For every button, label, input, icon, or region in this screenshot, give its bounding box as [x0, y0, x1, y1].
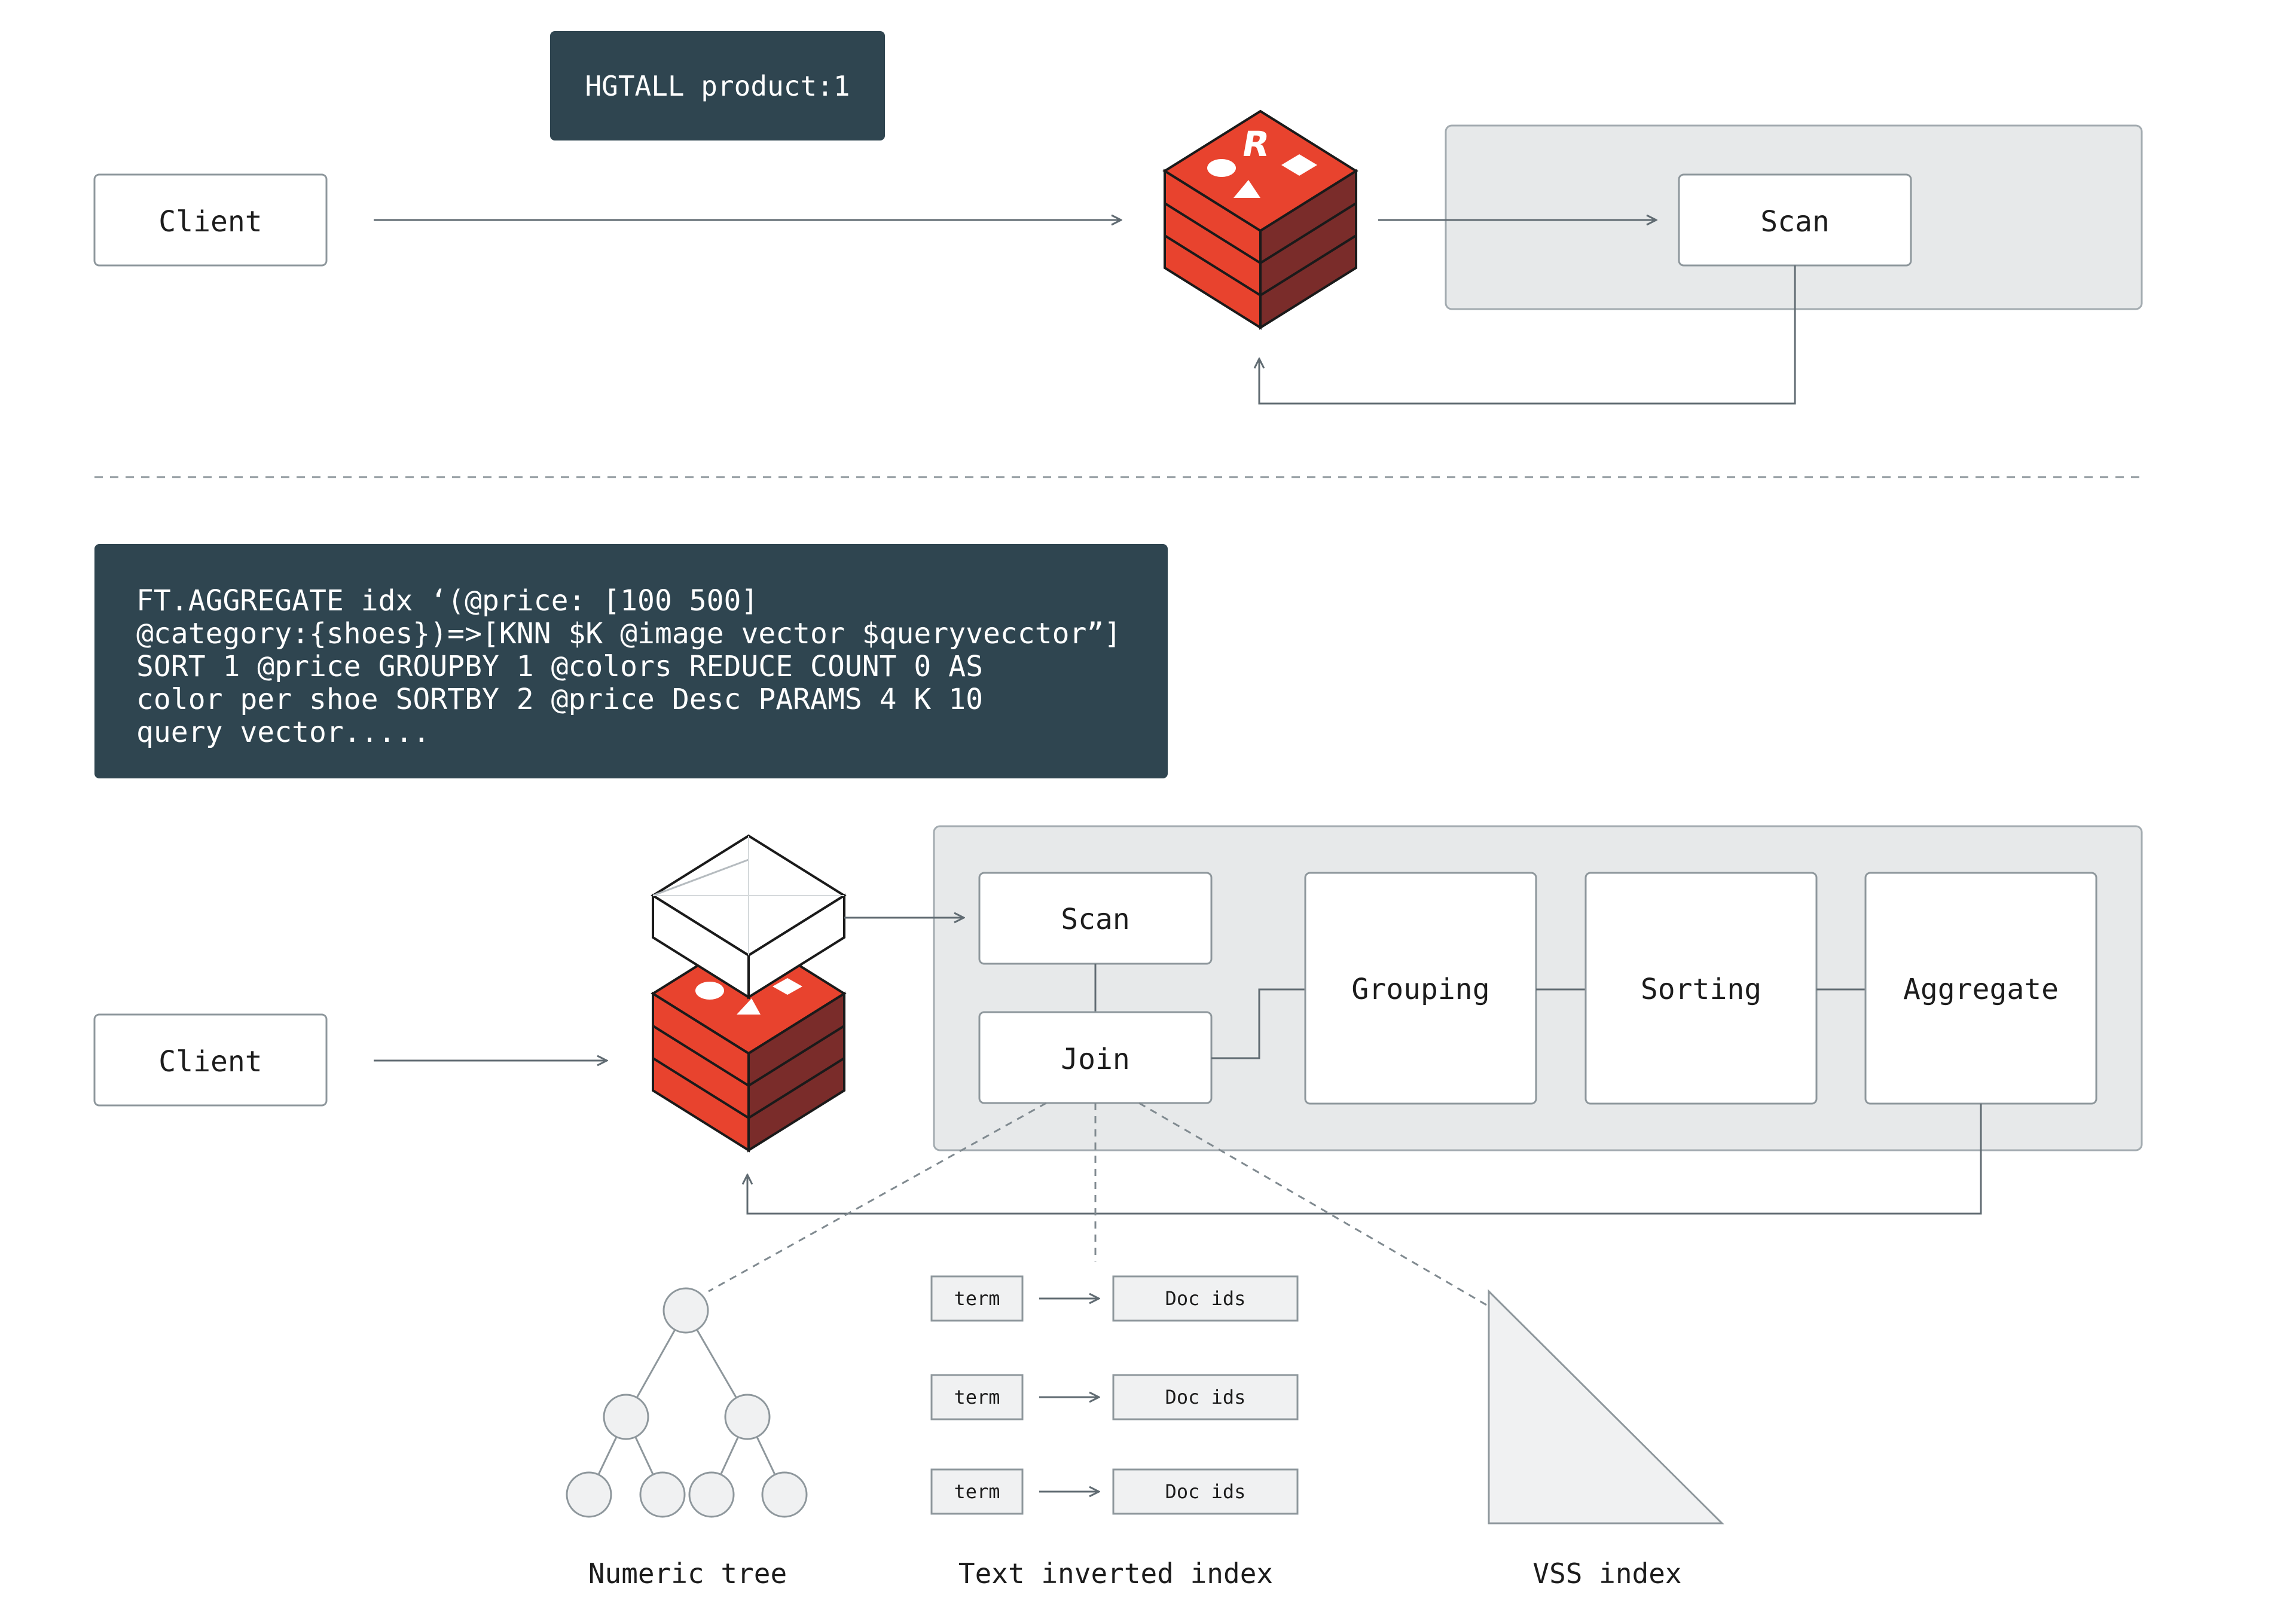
svg-text:term: term: [954, 1480, 1000, 1503]
svg-text:Doc ids: Doc ids: [1165, 1386, 1246, 1409]
svg-text:term: term: [954, 1386, 1000, 1409]
bottom-command-box: [94, 544, 1168, 778]
vss-index-caption: VSS index: [1532, 1557, 1681, 1590]
sorting-label: Sorting: [1641, 973, 1761, 1006]
top-client-label: Client: [158, 205, 262, 239]
bottom-client-label: Client: [158, 1045, 262, 1079]
arrow-up-icon: [747, 1104, 1982, 1215]
join-numeric-dashed: [708, 1102, 1047, 1293]
svg-text:term: term: [954, 1287, 1000, 1310]
command-line-2: @category:{shoes})=>[KNN $K @image vecto…: [136, 617, 1121, 650]
join-label: Join: [1061, 1043, 1130, 1076]
svg-text:Doc ids: Doc ids: [1165, 1287, 1246, 1310]
top-scan-label: Scan: [1760, 205, 1830, 239]
transparent-cube-icon: [651, 834, 847, 1000]
sorting-box: [1584, 872, 1818, 1105]
top-command-box: [550, 31, 885, 140]
vss-index-icon: [1488, 1289, 1724, 1524]
command-line-1: FT.AGGREGATE idx ‘(@price: [100 500]: [136, 584, 758, 618]
grouping-label: Grouping: [1351, 973, 1489, 1006]
arrow-up-icon: [1259, 265, 1796, 405]
top-section: HGTALL product:1 Client R Scan: [93, 31, 2143, 405]
join-vss-dashed: [1138, 1102, 1489, 1307]
command-line-4: color per shoe SORTBY 2 @price Desc PARA…: [136, 683, 983, 716]
inverted-index-row: term Doc ids: [930, 1374, 1299, 1420]
command-line-5: query vector.....: [136, 716, 430, 749]
text-index-caption: Text inverted index: [958, 1557, 1273, 1590]
bottom-scan-label: Scan: [1061, 903, 1130, 936]
aggregate-label: Aggregate: [1903, 973, 2059, 1006]
inverted-index-row: term Doc ids: [930, 1275, 1299, 1322]
inverted-index-row: term Doc ids: [930, 1468, 1299, 1515]
bottom-client-box: [93, 1013, 328, 1107]
grouping-box: [1304, 872, 1537, 1105]
top-client-box: [93, 173, 328, 267]
join-grouping-connector: [1211, 988, 1305, 1059]
bottom-section: FT.AGGREGATE idx ‘(@price: [100 500] @ca…: [93, 544, 2143, 1590]
numeric-tree-icon: [566, 1287, 808, 1518]
command-line-3: SORT 1 @price GROUPBY 1 @colors REDUCE C…: [136, 650, 983, 683]
bottom-processing-panel: [933, 825, 2143, 1151]
svg-text:Doc ids: Doc ids: [1165, 1480, 1246, 1503]
numeric-tree-caption: Numeric tree: [588, 1557, 787, 1590]
top-command-text: HGTALL product:1: [585, 70, 850, 102]
redis-cube-icon: R: [1162, 109, 1358, 330]
